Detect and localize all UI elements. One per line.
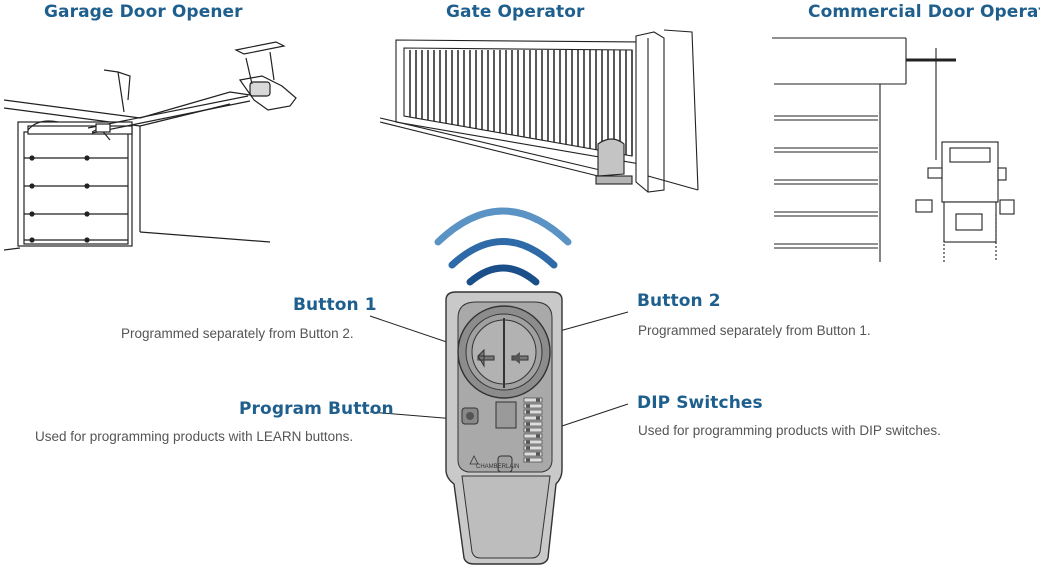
dip-switch[interactable]: [523, 427, 543, 433]
dip-switch-knob: [526, 404, 530, 408]
dip-switch[interactable]: [523, 445, 543, 451]
button2-title: Button 2: [637, 291, 721, 311]
dip-switch[interactable]: [523, 433, 543, 439]
signal-wave-middle: [448, 238, 558, 269]
dip-switches-description: Used for programming products with DIP s…: [638, 423, 941, 438]
dip-switch-knob: [536, 398, 540, 402]
program-button-description: Used for programming products with LEARN…: [35, 429, 354, 444]
button1-description: Programmed separately from Button 2.: [121, 326, 354, 341]
dip-switch[interactable]: [523, 409, 543, 415]
dip-switch-knob: [526, 446, 530, 450]
dip-switch[interactable]: [523, 415, 543, 421]
remote-control: CHAMBERLAIN: [445, 291, 563, 565]
signal-wave-inner: [466, 264, 540, 286]
dip-switches[interactable]: [523, 397, 543, 463]
commercial-door-operator-title: Commercial Door Operator: [808, 2, 1040, 22]
dip-switch-knob: [526, 422, 530, 426]
dip-switch[interactable]: [523, 457, 543, 463]
signal-wave-outer: [434, 207, 572, 246]
gate-operator-title: Gate Operator: [446, 2, 585, 22]
dip-switch[interactable]: [523, 421, 543, 427]
dip-switch[interactable]: [523, 397, 543, 403]
dip-switch[interactable]: [523, 439, 543, 445]
button2-description: Programmed separately from Button 1.: [638, 323, 871, 338]
dip-switches-title: DIP Switches: [637, 393, 763, 413]
commercial-door-illustration: [772, 37, 1015, 262]
remote-brand-label: CHAMBERLAIN: [476, 464, 519, 470]
dip-switch-knob: [526, 458, 530, 462]
signal-waves: [434, 207, 572, 286]
garage-door-illustration: [3, 41, 297, 251]
button1-title: Button 1: [293, 295, 377, 315]
program-button-title: Program Button: [239, 399, 394, 419]
dip-switch-knob: [526, 428, 530, 432]
remote-button-1[interactable]: [477, 348, 495, 368]
dip-switch-knob: [526, 410, 530, 414]
dip-switch-knob: [536, 416, 540, 420]
dip-switch[interactable]: [523, 403, 543, 409]
garage-door-opener-title: Garage Door Opener: [44, 2, 243, 22]
dip-switch-knob: [536, 434, 540, 438]
dip-switch-knob: [536, 452, 540, 456]
dip-switch[interactable]: [523, 451, 543, 457]
gate-illustration: [379, 29, 699, 193]
dip-switch-knob: [526, 440, 530, 444]
